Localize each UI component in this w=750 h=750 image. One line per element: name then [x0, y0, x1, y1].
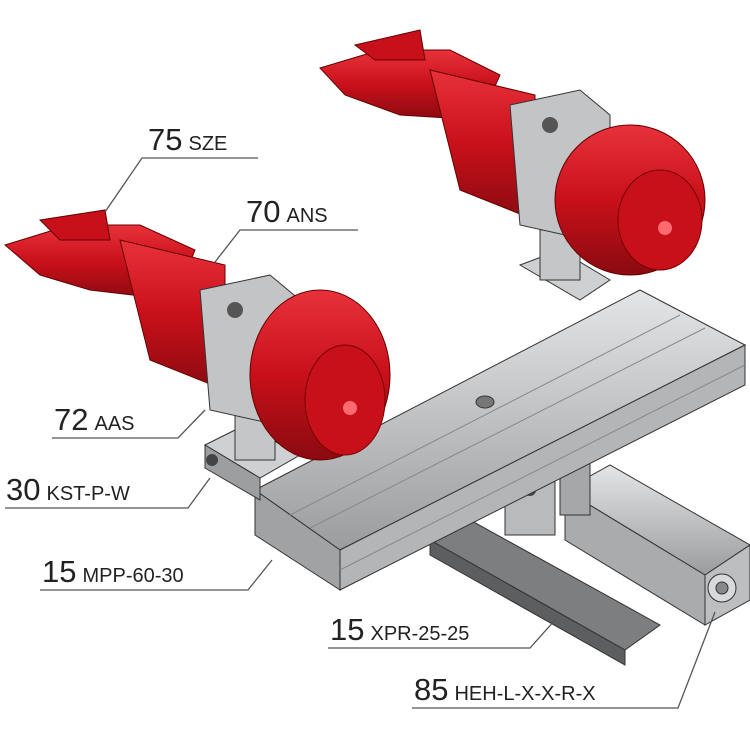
- leader-line: [104, 157, 258, 213]
- gripper-left: [3, 209, 391, 461]
- callout-qty: 15: [42, 554, 77, 589]
- leader-line: [40, 559, 273, 591]
- callout-qty: 72: [54, 402, 89, 437]
- leader-line: [328, 619, 556, 649]
- callout-code: SZE: [188, 133, 228, 155]
- callout-code: AAS: [94, 413, 135, 435]
- callout-code: HEH-L-X-X-R-X: [454, 683, 596, 705]
- leader-line: [412, 611, 716, 709]
- callout-qty: 15: [330, 612, 365, 647]
- callout-qty: 70: [246, 194, 281, 229]
- leader-line: [52, 409, 206, 439]
- leader-lines: [5, 157, 716, 709]
- callout-qty: 75: [148, 122, 183, 157]
- callout-qty: 85: [414, 672, 449, 707]
- leader-line: [214, 229, 358, 263]
- leader-line: [5, 477, 211, 509]
- callout-code: XPR-25-25: [370, 623, 470, 645]
- cylinder-heh: [564, 464, 750, 626]
- callout-code: KST-P-W: [46, 483, 130, 505]
- callout-code: ANS: [286, 205, 328, 227]
- callout-qty: 30: [6, 472, 41, 507]
- gripper-right: [319, 29, 706, 281]
- profile-mpp-60-30: [254, 289, 747, 591]
- callout-code: MPP-60-30: [82, 565, 184, 587]
